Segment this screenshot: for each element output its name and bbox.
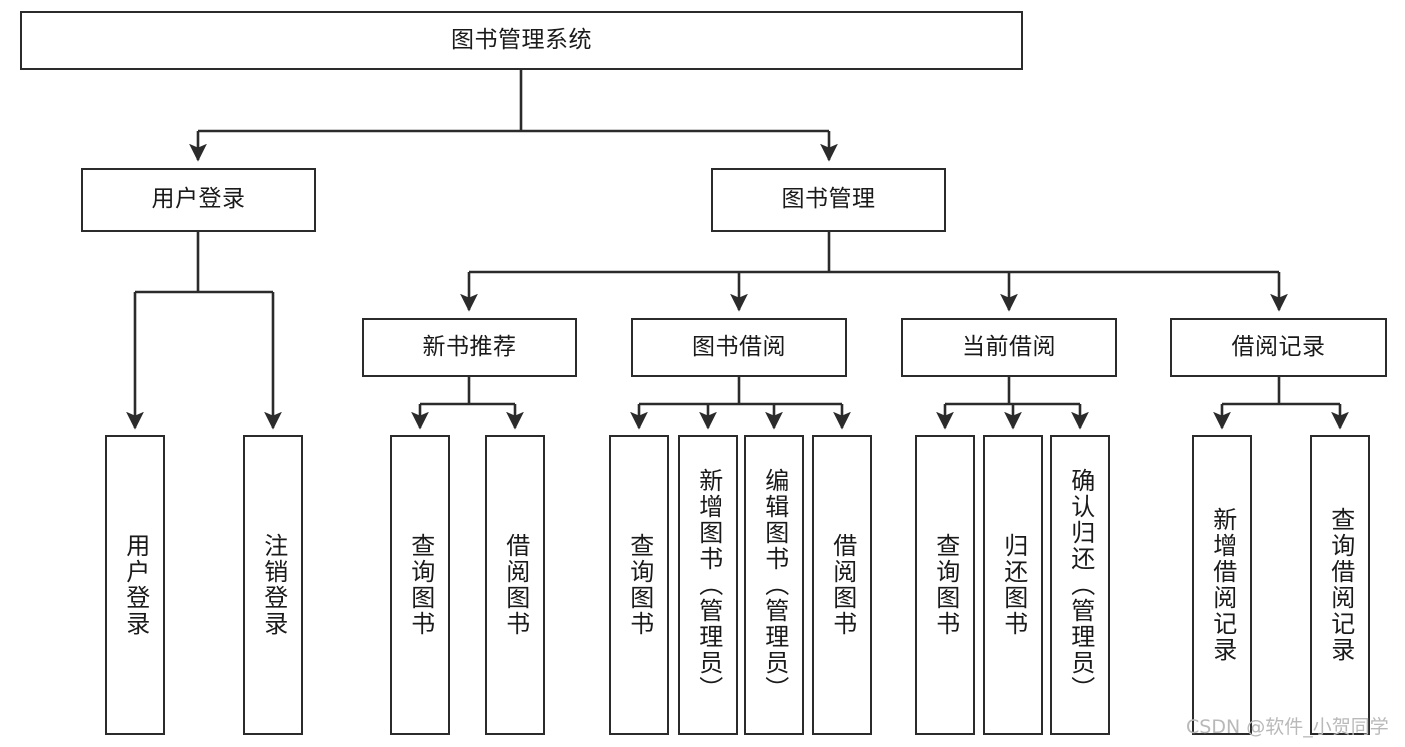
node-user-login[interactable]: 用户登录 [81,168,316,232]
leaf-borrow-edit-book[interactable]: 编辑图书（管理员） [744,435,804,735]
node-label: 借阅图书 [501,533,530,637]
node-label: 借阅图书 [828,533,857,637]
node-borrow-records[interactable]: 借阅记录 [1170,318,1387,377]
leaf-borrow-borrow-book[interactable]: 借阅图书 [812,435,872,735]
leaf-new-books-query[interactable]: 查询图书 [390,435,450,735]
node-label: 用户登录 [121,533,150,637]
leaf-new-books-borrow[interactable]: 借阅图书 [485,435,545,735]
node-label: 图书借阅 [692,333,786,360]
node-label: 查询图书 [625,533,654,637]
node-label: 图书管理系统 [451,26,592,53]
leaf-borrow-query-book[interactable]: 查询图书 [609,435,669,735]
leaf-records-query-record[interactable]: 查询借阅记录 [1310,435,1370,735]
node-label: 归还图书 [999,533,1028,637]
node-label: 当前借阅 [962,333,1056,360]
node-root-system[interactable]: 图书管理系统 [20,11,1023,70]
leaf-user-login-logout[interactable]: 注销登录 [243,435,303,735]
leaf-borrow-add-book[interactable]: 新增图书（管理员） [678,435,738,735]
leaf-current-return-book[interactable]: 归还图书 [983,435,1043,735]
node-book-borrow[interactable]: 图书借阅 [631,318,847,377]
node-label: 查询借阅记录 [1326,507,1355,663]
node-label: 注销登录 [259,533,288,637]
leaf-user-login-login[interactable]: 用户登录 [105,435,165,735]
node-label: 确认归还（管理员） [1066,468,1095,702]
node-label: 新增借阅记录 [1208,507,1237,663]
node-label: 查询图书 [406,533,435,637]
node-label: 新书推荐 [422,333,517,360]
node-current-borrow[interactable]: 当前借阅 [901,318,1117,377]
csdn-watermark: CSDN @软件_小贺同学 [1186,716,1389,738]
node-book-management[interactable]: 图书管理 [711,168,946,232]
node-new-book-recommend[interactable]: 新书推荐 [362,318,577,377]
node-label: 借阅记录 [1231,333,1326,360]
node-label: 编辑图书（管理员） [760,468,789,702]
node-label: 图书管理 [781,186,876,213]
leaf-current-confirm-return[interactable]: 确认归还（管理员） [1050,435,1110,735]
leaf-records-add-record[interactable]: 新增借阅记录 [1192,435,1252,735]
node-label: 用户登录 [151,186,246,213]
node-label: 查询图书 [931,533,960,637]
leaf-current-query-book[interactable]: 查询图书 [915,435,975,735]
node-label: 新增图书（管理员） [694,468,723,702]
